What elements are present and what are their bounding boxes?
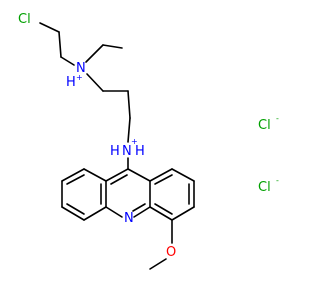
- bond-c9-c8a-inner: [110, 174, 128, 185]
- bridge-nitrogen: N: [122, 144, 132, 159]
- chloride-ion-2: Cl: [258, 180, 271, 195]
- bond-right-5: [149, 206, 173, 221]
- bonds: [39, 22, 195, 270]
- bond-cl-ch2: [39, 22, 60, 33]
- chloride-ion-1-charge: -: [276, 114, 279, 123]
- ammonium-charge: +: [76, 73, 83, 82]
- methoxy-oxygen: O: [166, 245, 176, 260]
- bond-right-1: [149, 168, 173, 182]
- bond-o-ch3: [149, 258, 167, 270]
- ammonium-nitrogen: N: [76, 61, 86, 76]
- bond-ch2-n: [60, 56, 75, 66]
- bond-right-2: [171, 168, 195, 182]
- bridge-hydrogen-left: H: [110, 144, 120, 159]
- bond-left-1: [83, 168, 107, 182]
- bond-n10-c10a: [105, 206, 123, 218]
- chemical-structure: Cl N H + N H H + N O Cl - Cl -: [18, 12, 279, 270]
- bridge-charge: +: [131, 137, 138, 146]
- bond-left-d2: [66, 203, 85, 215]
- bond-right-d3: [154, 203, 173, 215]
- bond-left-5: [83, 206, 107, 221]
- bond-right-d1: [154, 174, 173, 185]
- ring-nitrogen: N: [124, 211, 134, 226]
- bridge-hydrogen-right: H: [135, 144, 145, 159]
- bond-propyl-n: [127, 117, 131, 143]
- ammonium-hydrogen: H: [66, 75, 76, 90]
- bond-c8a-c9: [105, 168, 129, 182]
- bond-left-2: [61, 168, 85, 182]
- bond-ch2-ch2: [58, 31, 62, 58]
- bond-right-4: [171, 206, 195, 221]
- bond-c4a-n10: [133, 206, 151, 218]
- chloride-ion-2-charge: -: [276, 176, 279, 185]
- bond-c9-c9a: [127, 168, 151, 182]
- bond-ethyl-ch3: [102, 44, 123, 49]
- bond-n-ethyl: [85, 44, 104, 63]
- bond-left-d1: [66, 174, 85, 185]
- bond-n-propyl: [86, 73, 104, 92]
- chlorine-atom-chain: Cl: [18, 12, 31, 27]
- bond-propyl-2: [127, 90, 131, 119]
- atom-labels: Cl N H + N H H + N O Cl - Cl -: [18, 12, 279, 260]
- chloride-ion-1: Cl: [258, 118, 271, 133]
- bond-c4a-n10-inner: [132, 203, 146, 212]
- bond-left-4: [61, 206, 85, 221]
